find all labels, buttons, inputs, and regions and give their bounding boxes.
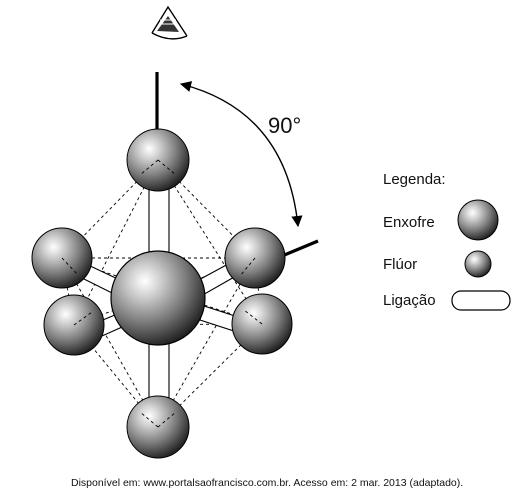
angle-arc-arrow bbox=[179, 81, 303, 228]
octahedron-edges-front bbox=[61, 159, 263, 428]
eye-icon bbox=[151, 5, 188, 40]
legend-fluor-symbol bbox=[464, 250, 492, 278]
legend-label-ligacao: Ligação bbox=[383, 292, 436, 309]
legend-label-fluor: Flúor bbox=[383, 256, 418, 273]
legend-label-enxofre: Enxofre bbox=[383, 214, 435, 231]
legend-enxofre-symbol bbox=[457, 199, 499, 241]
angle-label: 90° bbox=[268, 113, 302, 138]
legend-ligacao-symbol bbox=[451, 290, 511, 311]
source-citation: Disponível em: www.portalsaofrancisco.co… bbox=[71, 477, 464, 489]
right-axis-line bbox=[281, 239, 319, 258]
legend-title: Legenda: bbox=[383, 171, 446, 188]
sulfur-atom-center bbox=[110, 250, 206, 346]
